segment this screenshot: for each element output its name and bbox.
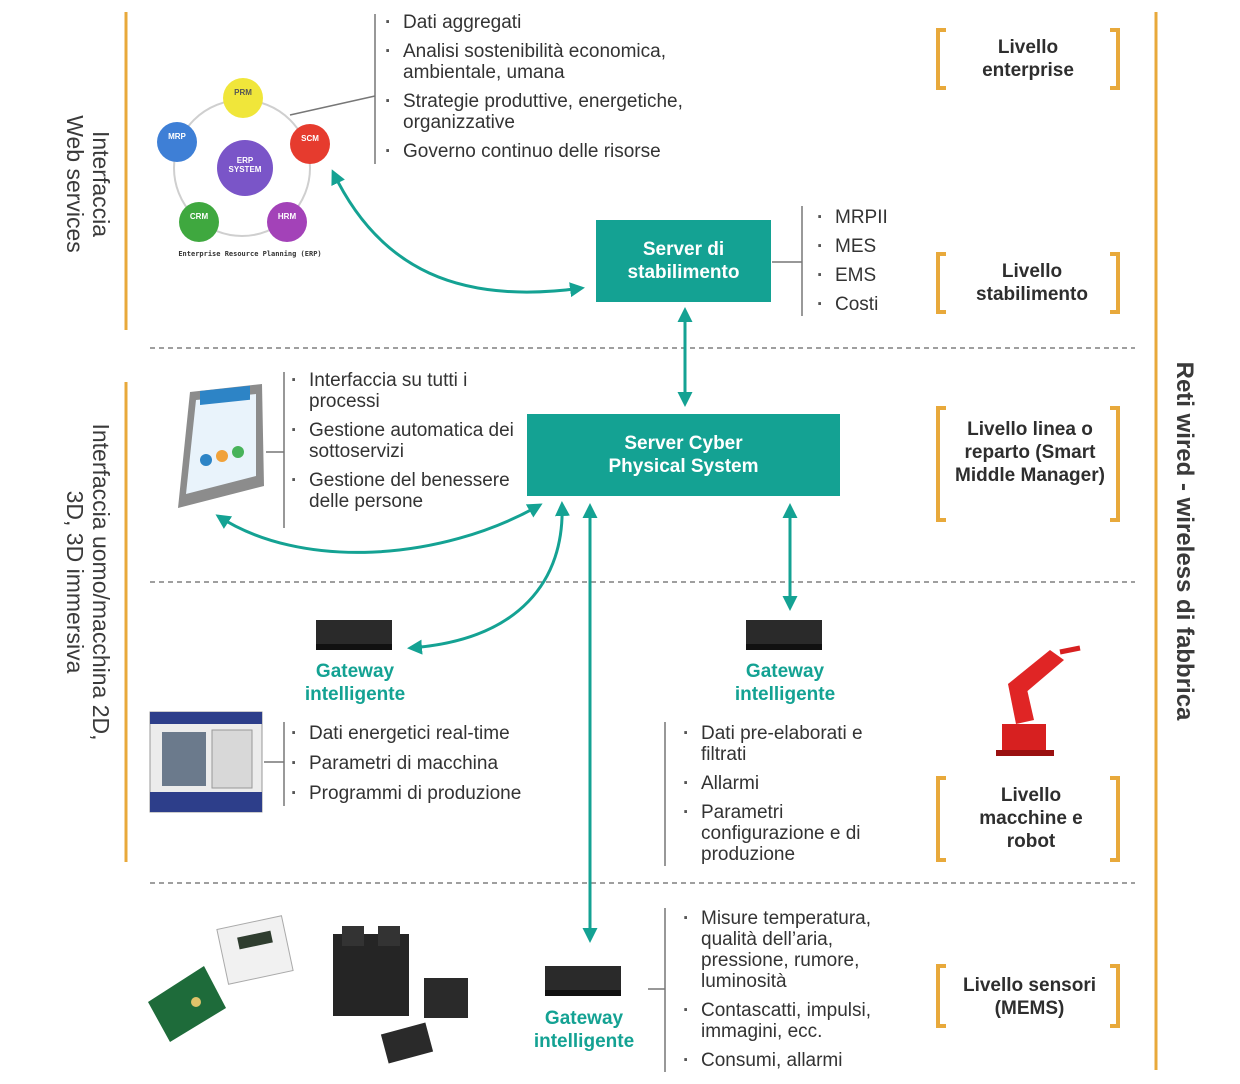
erp-center-node	[217, 140, 273, 196]
list-item: EMS	[815, 265, 925, 286]
list-item: Dati energetici real-time	[289, 723, 579, 744]
level-brackets	[936, 28, 1120, 1028]
list-item: Parametri di macchina	[289, 753, 579, 774]
machines-left-bullets: Dati energetici real-time Parametri di m…	[289, 723, 579, 804]
level-plant: Livello stabilimento	[976, 261, 1088, 305]
connection-arrows	[215, 169, 798, 943]
bullet-dividers	[264, 14, 803, 1072]
level-enterprise: Livello enterprise	[982, 37, 1074, 81]
erp-node-hrm-label: HRM	[277, 212, 297, 221]
list-item: Consumi, allarmi	[681, 1050, 916, 1071]
enterprise-bullets: Dati aggregati Analisi sostenibilità eco…	[383, 12, 763, 162]
gateway-label-1: Gateway intelligente	[304, 661, 406, 705]
list-item: Programmi di produzione	[289, 783, 579, 804]
list-item: Gestione del benessere delle persone	[289, 470, 519, 512]
line-bullets: Interfaccia su tutti i processi Gestione…	[289, 370, 519, 512]
sensor-devices-image	[148, 915, 468, 1064]
erp-node-mrp-label: MRP	[168, 132, 186, 141]
list-item: MES	[815, 236, 925, 257]
erp-node-crm-label: CRM	[189, 212, 209, 221]
list-item: Dati pre-elaborati e filtrati	[681, 723, 911, 765]
list-item: MRPII	[815, 207, 925, 228]
robot-arm-image	[996, 645, 1081, 756]
gateway-device-1	[316, 620, 392, 650]
machines-right-bullets: Dati pre-elaborati e filtrati Allarmi Pa…	[681, 723, 911, 865]
cnc-machine-image	[149, 711, 263, 813]
plant-bullets: MRPII MES EMS Costi	[815, 207, 925, 315]
label-hmi-interface: Interfaccia uomo/macchina 2D, 3D, 3D imm…	[62, 423, 114, 741]
erp-node-mrp	[157, 122, 197, 162]
sensors-bullets: Misure temperatura, qualità dell’aria, p…	[681, 908, 916, 1071]
level-line: Livello linea o reparto (Smart Middle Ma…	[955, 419, 1105, 486]
gateway-label-2: Gateway intelligente	[734, 661, 836, 705]
gateway-device-3	[545, 966, 621, 996]
erp-node-prm	[223, 78, 263, 118]
server-plant: Server di stabilimento	[596, 220, 771, 302]
gateway-label-3: Gateway intelligente	[533, 1008, 635, 1052]
list-item: Misure temperatura, qualità dell’aria, p…	[681, 908, 916, 992]
list-item: Analisi sostenibilità economica, ambient…	[383, 41, 763, 83]
list-item: Strategie produttive, energetiche, organ…	[383, 91, 763, 133]
list-item: Gestione automatica dei sottoservizi	[289, 420, 519, 462]
erp-center-label: ERP SYSTEM	[228, 156, 262, 174]
erp-node-crm	[179, 202, 219, 242]
erp-node-prm-label: PRM	[234, 88, 252, 97]
list-item: Governo continuo delle risorse	[383, 141, 763, 162]
gateway-device-2	[746, 620, 822, 650]
hmi-panel-image	[178, 384, 264, 508]
label-factory-networks: Reti wired - wireless di fabbrica	[1171, 361, 1198, 721]
server-cps: Server Cyber Physical System	[527, 414, 840, 496]
list-item: Dati aggregati	[383, 12, 763, 33]
label-web-services: Interfaccia Web services	[62, 115, 114, 253]
erp-node-scm-label: SCM	[301, 134, 319, 143]
erp-node-hrm	[267, 202, 307, 242]
list-item: Allarmi	[681, 773, 911, 794]
list-item: Interfaccia su tutti i processi	[289, 370, 519, 412]
level-sensors: Livello sensori (MEMS)	[962, 975, 1097, 1019]
erp-diagram	[157, 78, 330, 242]
list-item: Parametri configurazione e di produzione	[681, 802, 911, 865]
erp-caption: Enterprise Resource Planning (ERP)	[178, 250, 322, 258]
list-item: Costi	[815, 294, 925, 315]
erp-node-scm	[290, 124, 330, 164]
list-item: Contascatti, impulsi, immagini, ecc.	[681, 1000, 916, 1042]
level-machines: Livello macchine e robot	[979, 785, 1083, 852]
